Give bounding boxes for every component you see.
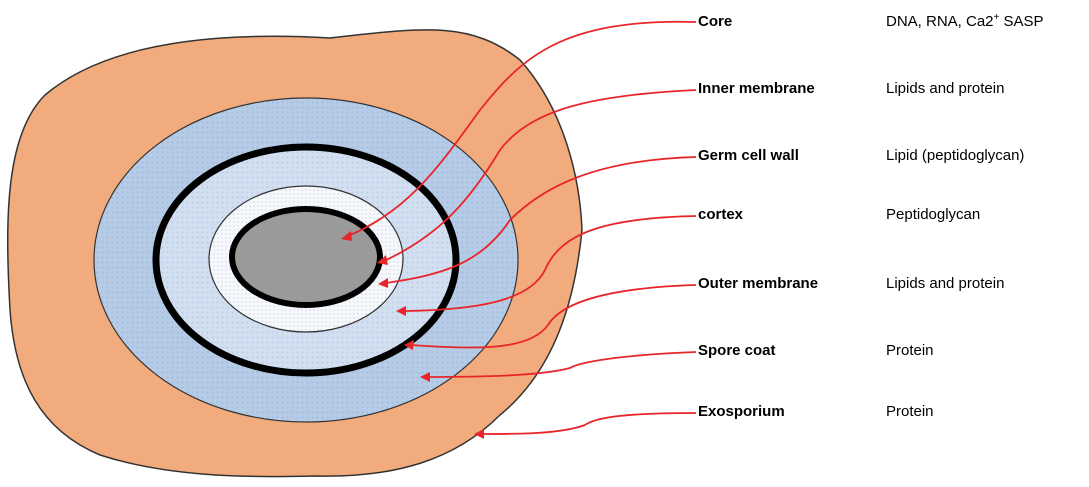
composition-cortex: Peptidoglycan (886, 206, 980, 224)
composition-core-text: DNA, RNA, Ca2 (886, 13, 994, 30)
composition-inner-membrane: Lipids and protein (886, 80, 1004, 98)
label-core: Core (698, 13, 732, 31)
label-exosporium: Exosporium (698, 403, 785, 421)
composition-outer-membrane: Lipids and protein (886, 275, 1004, 293)
label-cortex: cortex (698, 206, 743, 224)
composition-core-tail: SASP (999, 13, 1043, 30)
composition-exosporium: Protein (886, 403, 934, 421)
composition-core: DNA, RNA, Ca2+ SASP (886, 13, 1044, 31)
label-germ-cell-wall: Germ cell wall (698, 147, 799, 165)
composition-germ-cell-wall: Lipid (peptidoglycan) (886, 147, 1024, 165)
composition-spore-coat: Protein (886, 342, 934, 360)
label-inner-membrane: Inner membrane (698, 80, 815, 98)
label-outer-membrane: Outer membrane (698, 275, 818, 293)
core-layer (232, 209, 380, 305)
label-spore-coat: Spore coat (698, 342, 776, 360)
arrow-exosporium (482, 413, 696, 434)
